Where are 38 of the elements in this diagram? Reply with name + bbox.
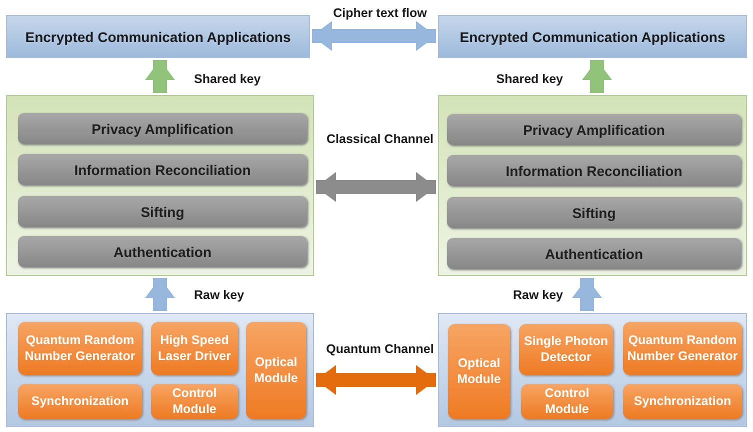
edge-label: Raw key <box>510 288 565 302</box>
edge-label: Raw key <box>192 288 246 302</box>
protocol-panel <box>6 95 314 276</box>
module-box: Quantum Random Number Generator <box>623 322 742 375</box>
edge-label: Shared key <box>494 72 565 86</box>
module-box: High Speed Laser Driver <box>151 322 238 375</box>
block-arrow <box>145 60 175 93</box>
process-bar: Privacy Amplification <box>18 113 307 144</box>
edge-label: Classical Channel <box>324 132 436 146</box>
module-box: Single Photon Detector <box>519 324 613 375</box>
module-box: Quantum Random Number Generator <box>18 322 142 375</box>
module-box: Optical Module <box>246 322 306 419</box>
block-arrow <box>582 60 612 93</box>
application-box: Encrypted Communication Applications <box>438 15 747 58</box>
module-box: Control Module <box>151 384 238 419</box>
block-arrow <box>145 278 175 311</box>
module-box: Synchronization <box>18 384 142 419</box>
edge-label: Cipher text flow <box>331 6 429 20</box>
module-box: Control Module <box>521 384 613 419</box>
process-bar: Authentication <box>18 236 307 267</box>
module-box: Synchronization <box>623 384 742 419</box>
protocol-panel <box>438 95 747 276</box>
application-box: Encrypted Communication Applications <box>6 15 310 58</box>
process-bar: Privacy Amplification <box>447 114 741 145</box>
process-bar: Authentication <box>447 238 741 269</box>
block-arrow <box>316 172 436 202</box>
process-bar: Information Reconciliation <box>447 155 741 186</box>
hardware-panel <box>438 313 747 427</box>
module-box: Optical Module <box>448 324 510 419</box>
edge-label: Quantum Channel <box>324 342 436 356</box>
process-bar: Sifting <box>447 197 741 228</box>
hardware-panel <box>6 313 314 427</box>
block-arrow <box>316 365 436 395</box>
block-arrow <box>312 21 436 51</box>
process-bar: Information Reconciliation <box>18 154 307 185</box>
block-arrow <box>572 278 602 311</box>
process-bar: Sifting <box>18 196 307 227</box>
edge-label: Shared key <box>192 72 263 86</box>
